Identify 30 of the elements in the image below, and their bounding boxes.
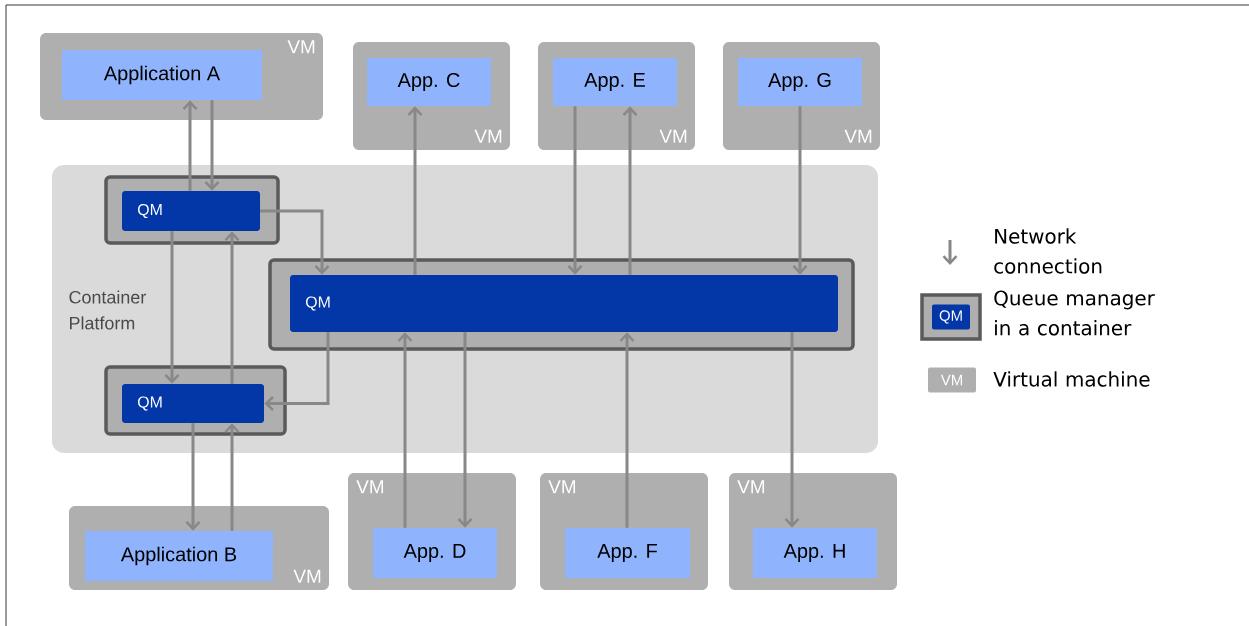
arrow: [567, 106, 583, 275]
arrow: [792, 106, 808, 275]
arrow: [407, 106, 423, 275]
arrow: [224, 423, 240, 531]
application-box: App. G: [738, 58, 862, 106]
application-box: App. C: [367, 58, 491, 106]
application-box: Application B: [85, 531, 273, 581]
legend-text: Network connection: [994, 228, 1102, 274]
application-box: App. F: [565, 528, 690, 578]
arrow: [185, 423, 201, 531]
queue-manager-box: QM: [290, 275, 838, 332]
queue-manager-box: QM: [122, 384, 264, 423]
arrow: [204, 100, 220, 191]
arrow: [619, 332, 635, 528]
application-box: App. H: [753, 528, 877, 578]
arrow: [264, 332, 330, 411]
arrow: [622, 106, 638, 275]
arrow: [260, 209, 330, 275]
application-box: App. D: [373, 528, 497, 578]
legend-text: Virtual machine: [993, 371, 1150, 387]
arrow: [784, 332, 800, 528]
application-box: App. E: [553, 58, 677, 106]
legend-text: Queue manager in a container: [994, 290, 1155, 336]
queue-manager-box: QM: [122, 191, 260, 231]
application-box: Application A: [62, 50, 262, 100]
arrow: [182, 100, 198, 191]
arrow: [224, 231, 240, 384]
arrow: [397, 332, 413, 528]
arrow: [457, 332, 473, 528]
arrow: [164, 231, 180, 384]
